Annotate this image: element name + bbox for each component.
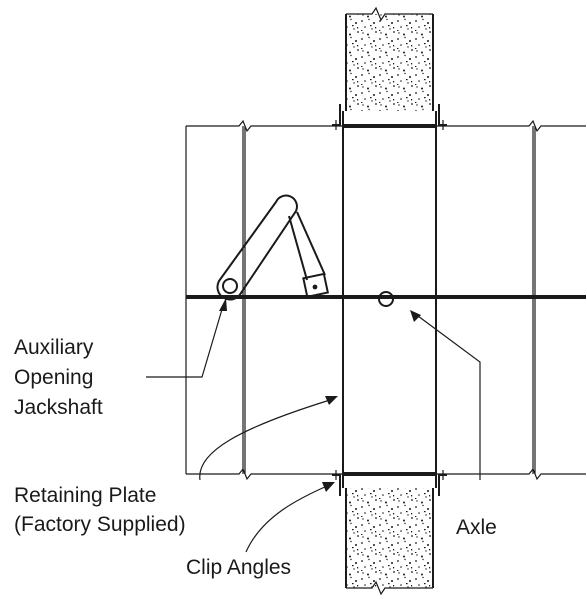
wall-top [345, 6, 434, 111]
damper-sleeve [342, 111, 437, 488]
clip-angles-label: Clip Angles [186, 556, 291, 579]
axle-label: Axle [456, 516, 497, 539]
retaining-plate-label-line2: (Factory Supplied) [14, 513, 186, 536]
wall-bottom [345, 488, 434, 596]
linkage-arm [216, 194, 330, 301]
leader-lines [146, 298, 481, 553]
jackshaft-label-line2: Opening [14, 366, 93, 389]
jackshaft-label-line3: Jackshaft [14, 396, 103, 419]
axle-icon [378, 291, 394, 307]
retaining-plate-label-line1: Retaining Plate [14, 484, 156, 507]
jackshaft-label-line1: Auxiliary [14, 336, 94, 359]
clip-angles [332, 104, 447, 496]
duct-outline [185, 119, 586, 481]
